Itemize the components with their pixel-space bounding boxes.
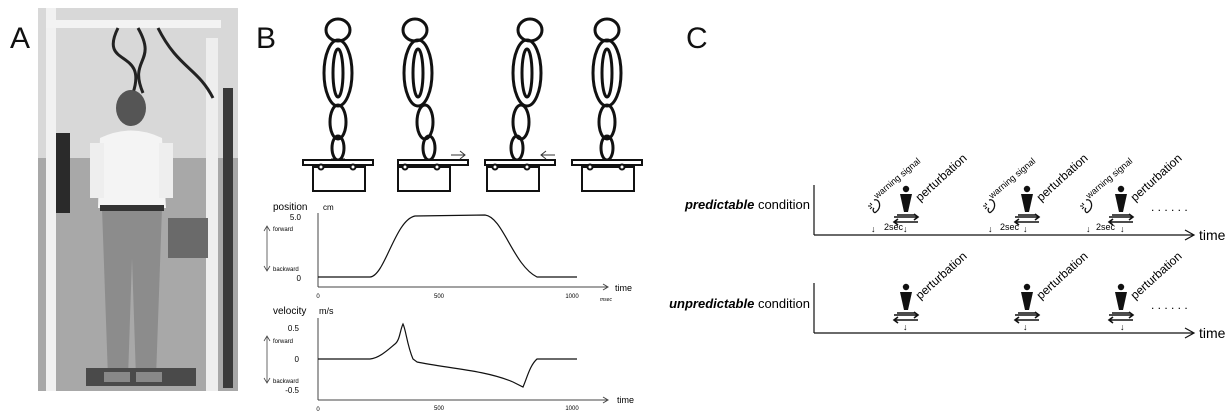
position-backward-label: backward xyxy=(273,267,299,273)
unpredictable-event-1: perturbation ↓ xyxy=(893,249,970,332)
panel-label-a: A xyxy=(10,22,31,55)
unpredictable-time-label: time xyxy=(1199,325,1226,341)
position-x-tick-500: 500 xyxy=(434,294,445,300)
position-forward-label: forward xyxy=(273,227,293,233)
person-icon xyxy=(1017,283,1037,314)
velocity-x-tick-0: 0 xyxy=(316,407,320,411)
velocity-x-label: time xyxy=(617,395,634,405)
posture-figures xyxy=(322,17,623,162)
figure-upright-1 xyxy=(322,17,354,162)
velocity-unit: m/s xyxy=(319,306,334,316)
interval-label-2: 2sec xyxy=(1000,222,1020,232)
ear-icon xyxy=(867,199,881,214)
forward-arrow xyxy=(451,150,466,160)
unpredictable-event-3: perturbation ↓ xyxy=(1108,249,1185,332)
svg-text:↓: ↓ xyxy=(871,224,876,234)
interval-label-1: 2sec xyxy=(884,222,904,232)
position-title: position xyxy=(273,202,307,213)
velocity-title: velocity xyxy=(273,306,306,317)
person-icon xyxy=(1017,185,1037,216)
perturbation-label-4: perturbation xyxy=(913,249,970,302)
predictable-time-label: time xyxy=(1199,227,1226,243)
platforms xyxy=(302,159,643,192)
position-plot: position cm 5.0 0 forward backward 0 500… xyxy=(263,202,632,303)
perturbation-label-2: perturbation xyxy=(1034,151,1091,204)
position-x-axis-arrow xyxy=(602,283,609,291)
person-icon xyxy=(1111,185,1131,216)
velocity-y-tick-zero: 0 xyxy=(295,355,300,364)
svg-text:↓: ↓ xyxy=(1086,224,1091,234)
predictable-event-3: warning signal perturbation ↓ 2sec ↓ xyxy=(1079,151,1185,234)
svg-text:↓: ↓ xyxy=(1120,224,1125,234)
perturbation-label-3: perturbation xyxy=(1128,151,1185,204)
position-x-tick-0: 0 xyxy=(316,294,320,300)
backward-arrow xyxy=(540,150,555,160)
svg-text:↓: ↓ xyxy=(988,224,993,234)
position-unit: cm xyxy=(323,203,334,212)
perturbation-label-5: perturbation xyxy=(1034,249,1091,302)
unpredictable-event-2: perturbation ↓ xyxy=(1014,249,1091,332)
unpredictable-ellipsis: . . . . . . xyxy=(1151,298,1188,312)
position-x-unit: msec xyxy=(600,297,612,303)
figure-upright-2 xyxy=(591,17,623,162)
velocity-curve xyxy=(318,322,577,388)
velocity-x-tick-500: 500 xyxy=(434,406,445,411)
person-icon xyxy=(1111,283,1131,314)
velocity-y-tick-bottom: -0.5 xyxy=(285,386,299,395)
predictable-event-1: warning signal perturbation ↓ 2sec ↓ xyxy=(867,151,970,234)
velocity-backward-label: backward xyxy=(273,379,299,385)
velocity-x-tick-1000: 1000 xyxy=(565,406,579,411)
figure-backward-shift xyxy=(509,17,544,162)
interval-label-3: 2sec xyxy=(1096,222,1116,232)
velocity-y-tick-top: 0.5 xyxy=(288,324,300,333)
velocity-forward-label: forward xyxy=(273,339,293,345)
figure-c: predictable condition time warning signa… xyxy=(669,151,1226,341)
position-y-tick-zero: 0 xyxy=(297,274,302,283)
svg-text:↓: ↓ xyxy=(1023,322,1028,332)
person-icon xyxy=(896,185,916,216)
person-icon xyxy=(896,283,916,314)
predictable-event-2: warning signal perturbation ↓ 2sec ↓ xyxy=(982,151,1091,234)
panel-label-b: B xyxy=(256,22,277,55)
svg-text:↓: ↓ xyxy=(1023,224,1028,234)
position-y-tick-top: 5.0 xyxy=(290,213,302,222)
predictable-condition-label: predictable condition xyxy=(684,197,810,212)
svg-text:↓: ↓ xyxy=(903,224,908,234)
position-curve xyxy=(318,214,577,278)
unpredictable-condition-label: unpredictable condition xyxy=(669,296,810,311)
position-x-label: time xyxy=(615,283,632,293)
ear-icon xyxy=(1079,199,1093,214)
perturbation-label-6: perturbation xyxy=(1128,249,1185,302)
figure-b: position cm 5.0 0 forward backward 0 500… xyxy=(263,17,643,411)
experiment-photo xyxy=(38,8,238,391)
figure-forward-shift xyxy=(401,17,437,162)
panel-label-c: C xyxy=(686,22,708,55)
svg-text:↓: ↓ xyxy=(903,322,908,332)
predictable-ellipsis: . . . . . . xyxy=(1151,200,1188,214)
position-x-tick-1000: 1000 xyxy=(565,294,579,300)
perturbation-label-1: perturbation xyxy=(913,151,970,204)
velocity-plot: velocity m/s 0.5 0 -0.5 forward backward… xyxy=(263,306,634,411)
svg-text:↓: ↓ xyxy=(1120,322,1125,332)
ear-icon xyxy=(982,199,996,214)
